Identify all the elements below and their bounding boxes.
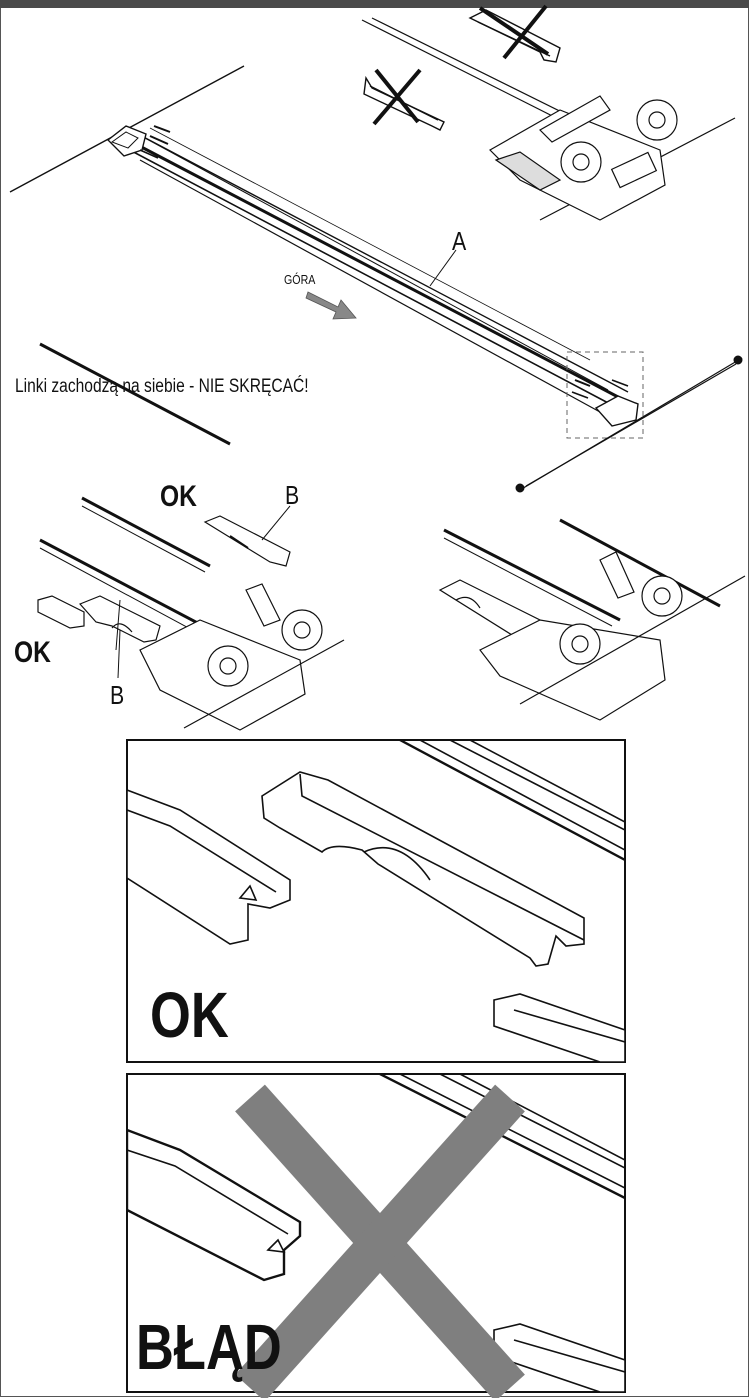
top-bar: [0, 0, 749, 8]
right-assembly: [438, 518, 746, 721]
label-part-a: A: [452, 226, 467, 256]
rail-assembly: [9, 65, 743, 493]
leader-line-a: [429, 249, 457, 287]
carriage-top: [361, 17, 736, 221]
rejected-rail-top: [468, 4, 561, 63]
rejected-rail-mid: [363, 68, 445, 131]
label-part-b-top: B: [285, 480, 300, 510]
label-ok-big: OK: [150, 979, 229, 1051]
label-ok-top: OK: [160, 480, 197, 513]
left-assembly: [37, 342, 345, 731]
ok-detail-panel: [126, 739, 626, 1063]
label-ok-left: OK: [14, 636, 51, 669]
label-part-b-bottom: B: [110, 680, 125, 710]
label-wrong-big: BŁĄD: [136, 1311, 282, 1383]
label-direction-up: GÓRA: [284, 272, 316, 287]
warning-text: Linki zachodzą na siebie - NIE SKRĘCAĆ!: [15, 376, 309, 397]
arrow-icon: [305, 291, 357, 320]
